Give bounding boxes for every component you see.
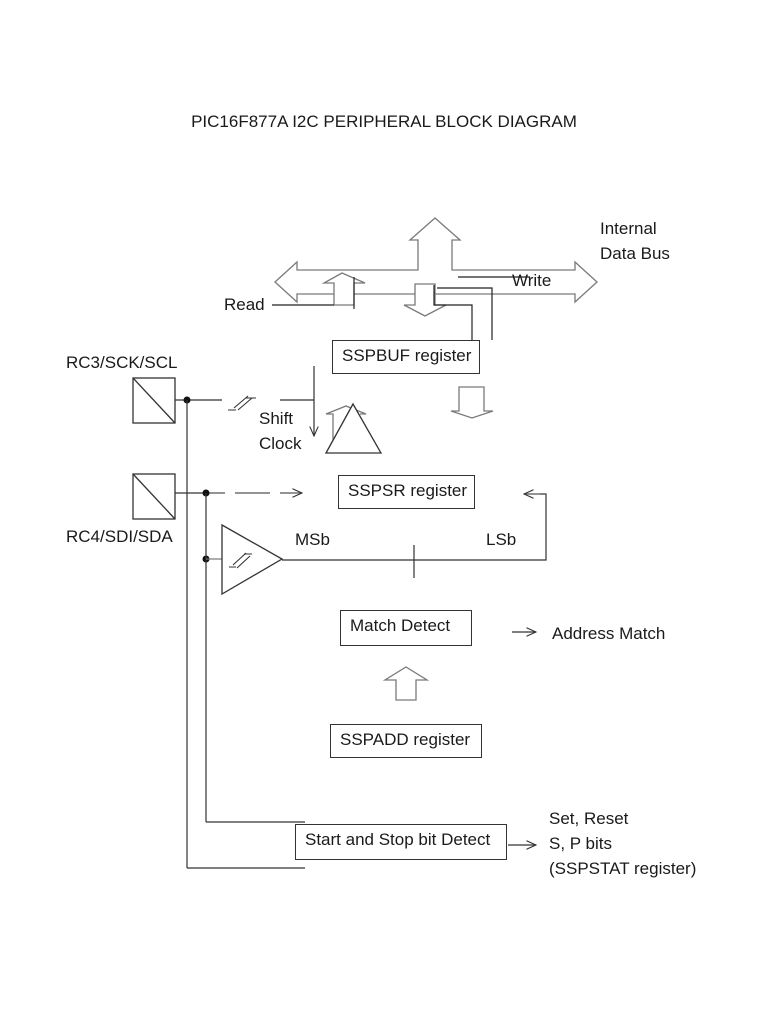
schmitt-trigger-scl-icon: [228, 395, 256, 411]
start-stop-detect-block: Start and Stop bit Detect: [295, 824, 507, 860]
internal-data-bus-line1: Internal: [600, 219, 657, 238]
internal-data-bus-label: Internal Data Bus: [600, 216, 670, 266]
sspadd-to-match-arrow: [382, 666, 430, 701]
pin-sda-label: RC4/SDI/SDA: [66, 527, 173, 546]
sspbuf-to-bus-line: [433, 285, 493, 340]
status-output-line3: (SSPSTAT register): [549, 859, 697, 878]
address-match-label: Address Match: [552, 624, 666, 643]
sspsr-register-block: SSPSR register: [338, 475, 475, 509]
sspadd-register-block: SSPADD register: [330, 724, 482, 758]
shift-clock-line1: Shift: [259, 409, 294, 428]
shift-clock-label: Shift Clock: [259, 406, 302, 456]
shift-clock-triangle: [324, 402, 383, 454]
pin-scl-label: RC3/SCK/SCL: [66, 353, 178, 372]
read-control-line: [272, 277, 355, 309]
write-label: Write: [512, 271, 552, 290]
shift-clock-line2: Clock: [259, 434, 302, 453]
sspbuf-register-block: SSPBUF register: [332, 340, 480, 374]
match-detect-block: Match Detect: [340, 610, 472, 646]
diagram-title: PIC16F877A I2C PERIPHERAL BLOCK DIAGRAM: [191, 112, 577, 131]
read-label: Read: [224, 295, 265, 314]
status-output-line1: Set, Reset: [549, 809, 629, 828]
sda-input-buffer: [221, 523, 284, 596]
status-output-line2: S, P bits: [549, 834, 612, 853]
msb-label: MSb: [295, 530, 330, 549]
sspsr-to-sspbuf-arrow: [325, 405, 367, 446]
status-output-label: Set, Reset S, P bits (SSPSTAT register): [549, 806, 696, 881]
sspbuf-to-sspsr-arrow: [450, 386, 494, 419]
write-down-arrow: [403, 283, 447, 317]
internal-data-bus-line2: Data Bus: [600, 244, 670, 263]
lsb-label: LSb: [486, 530, 517, 549]
schmitt-trigger-sda-icon: [229, 552, 252, 569]
